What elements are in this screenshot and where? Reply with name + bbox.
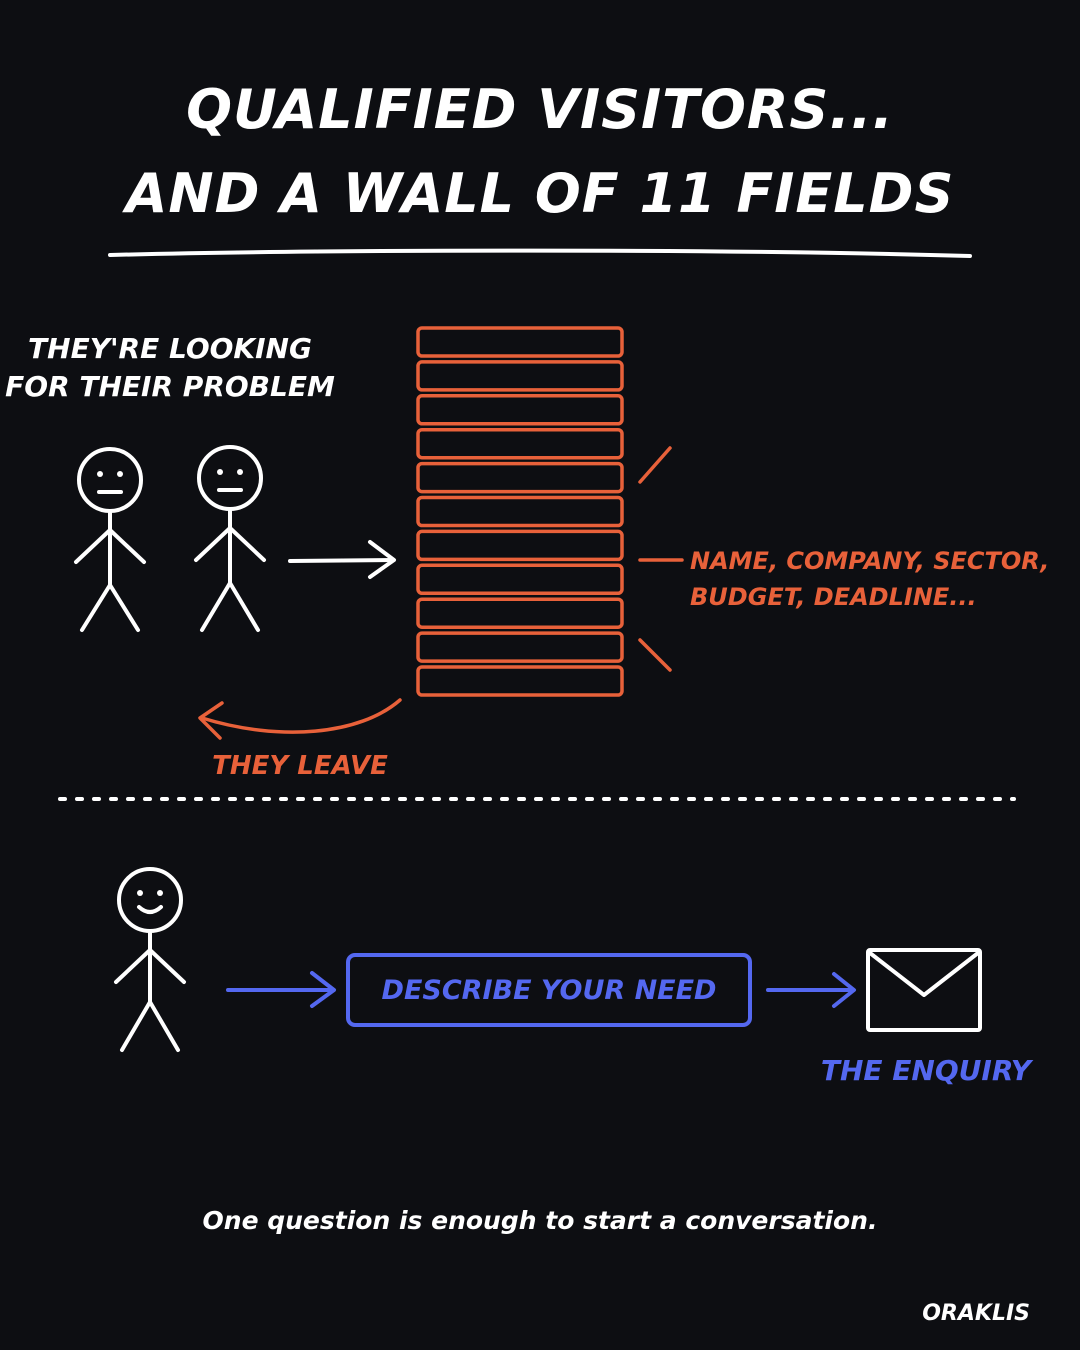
arrow-to-form [288,540,396,579]
field-tick-bottom [638,638,672,672]
visitor-figure-2 [194,445,266,632]
field-tick-top [638,446,672,484]
arrow-to-input [226,971,336,1008]
form-field-row [416,461,624,494]
form-field-row [416,563,624,596]
visitor-figure-happy [114,867,186,1052]
form-field-wall [416,326,624,697]
describe-need-field: DESCRIBE YOUR NEED [346,953,752,1027]
visitor-figure-1 [74,447,146,632]
title-line-1: QUALIFIED VISITORS... [186,78,894,141]
form-field-row [416,394,624,426]
leave-arrow [198,698,402,740]
form-field-row [416,597,624,629]
leave-label: THEY LEAVE [212,751,388,781]
form-field-row [416,495,624,528]
form-field-row [416,631,624,663]
looking-caption-line-2: FOR THEIR PROBLEM [5,370,335,403]
brand-mark: ORAKLIS [922,1301,1030,1326]
looking-caption-line-1: THEY'RE LOOKING [28,332,312,365]
enquiry-label: THE ENQUIRY [821,1054,1034,1087]
envelope-icon [866,948,982,1032]
title-line-2: AND A WALL OF 11 FIELDS [122,162,955,225]
form-field-row [416,529,624,562]
title-underline [108,248,972,258]
form-field-row [416,326,624,358]
describe-need-label: DESCRIBE YOUR NEED [382,975,717,1006]
tagline: One question is enough to start a conver… [203,1206,878,1235]
fields-label-line-2: BUDGET, DEADLINE... [690,583,977,611]
form-field-row [416,427,624,460]
arrow-to-enquiry [766,972,856,1008]
fields-label-line-1: NAME, COMPANY, SECTOR, [690,547,1049,575]
form-field-row [416,360,624,392]
form-field-row [416,665,624,697]
